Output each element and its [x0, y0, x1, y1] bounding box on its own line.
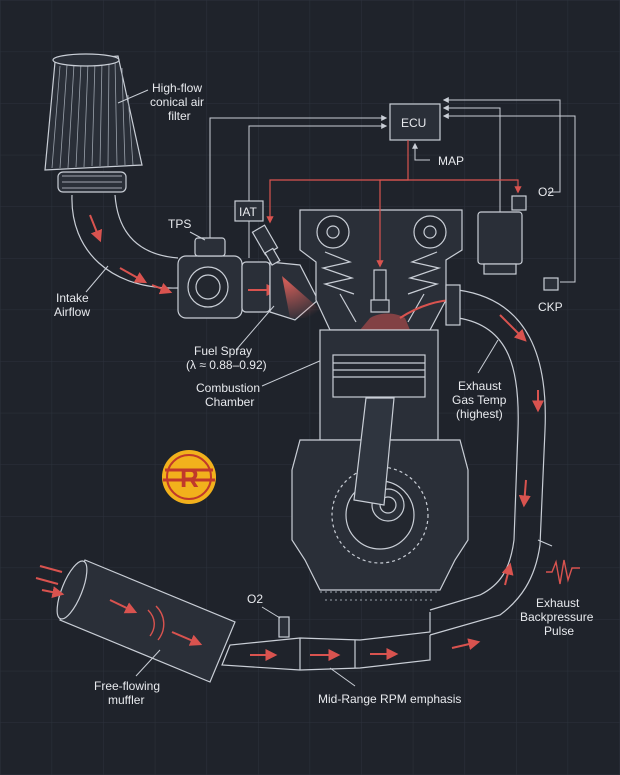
combustion-label-1: Combustion	[196, 381, 260, 395]
pipe-joints	[299, 638, 356, 670]
egt-label-2: Gas Temp	[452, 393, 507, 407]
midrange-leader	[329, 667, 356, 687]
oil-pan-fins	[320, 591, 440, 601]
intake-arrow	[119, 267, 148, 284]
o2-bottom-label: O2	[247, 592, 263, 606]
fuel-spray-leader	[235, 305, 275, 351]
pipe-arrow	[451, 638, 481, 651]
sensor-wiring	[209, 97, 576, 283]
air-filter-label-3: filter	[168, 109, 191, 123]
backpressure-sensor	[537, 539, 553, 547]
air-filter	[44, 53, 143, 193]
tps-leader	[189, 231, 206, 241]
intake-arrow	[151, 282, 173, 295]
fuel-spray-label-2: (λ ≈ 0.88–0.92)	[186, 358, 267, 372]
cylinder-block	[291, 329, 469, 591]
exhaust-header-inner	[429, 317, 519, 611]
iat-label: IAT	[239, 205, 257, 219]
sound-waves	[147, 605, 165, 641]
egt-label-3: (highest)	[456, 407, 503, 421]
cylinder-head	[299, 209, 463, 331]
map-label: MAP	[438, 154, 464, 168]
control-wiring	[266, 140, 522, 268]
o2-sensor-bottom	[278, 616, 290, 638]
ignition-coil	[477, 211, 523, 275]
air-filter-label-2: conical air	[150, 95, 204, 109]
exhaust-arrow	[501, 562, 514, 586]
backpressure-label-1: Exhaust	[536, 596, 580, 610]
muffler-inlet-arrows	[35, 565, 62, 594]
ecu-box	[389, 103, 441, 141]
air-filter-leader	[117, 89, 149, 104]
o2-top-label: O2	[538, 185, 554, 199]
exhaust-midpipe	[221, 612, 431, 671]
muffler-leader	[135, 649, 161, 677]
air-filter-label-1: High-flow	[152, 81, 202, 95]
midrange-label: Mid-Range RPM emphasis	[318, 692, 461, 706]
exhaust-arrow	[518, 479, 531, 508]
muffler-arrow	[171, 631, 203, 646]
intake-leader	[85, 265, 109, 293]
intake-arrow	[89, 214, 103, 243]
ckp-label: CKP	[538, 300, 563, 314]
exhaust-arrow	[499, 314, 527, 342]
badge-letter: R	[180, 463, 199, 493]
ecu-label: ECU	[401, 116, 426, 130]
egt-label-1: Exhaust	[458, 379, 502, 393]
intake-label-2: Airflow	[54, 305, 90, 319]
pulse-waveform	[546, 559, 580, 585]
fuel-spray-label-1: Fuel Spray	[194, 344, 252, 358]
intake-pipe-inner	[114, 194, 179, 259]
exhaust-flange	[445, 284, 461, 326]
backpressure-label-2: Backpressure	[520, 610, 594, 624]
intake-label-1: Intake	[56, 291, 89, 305]
combustion-glow	[360, 313, 410, 330]
muffler-label-1: Free-flowing	[94, 679, 160, 693]
muffler-arrow	[109, 599, 138, 614]
combustion-label-2: Chamber	[205, 395, 254, 409]
winged-r-logo: R	[162, 450, 216, 504]
exhaust-header-outer	[429, 289, 546, 636]
o2-sensor-top	[511, 195, 527, 211]
o2-bottom-leader	[261, 606, 281, 619]
backpressure-label-3: Pulse	[544, 624, 574, 638]
muffler-label-2: muffler	[108, 693, 144, 707]
egt-leader	[477, 339, 499, 374]
throttle-body	[177, 237, 271, 319]
fuel-injector	[251, 224, 281, 266]
tps-label: TPS	[168, 217, 191, 231]
ckp-sensor	[543, 277, 559, 291]
fuel-spray-cone	[282, 276, 330, 318]
